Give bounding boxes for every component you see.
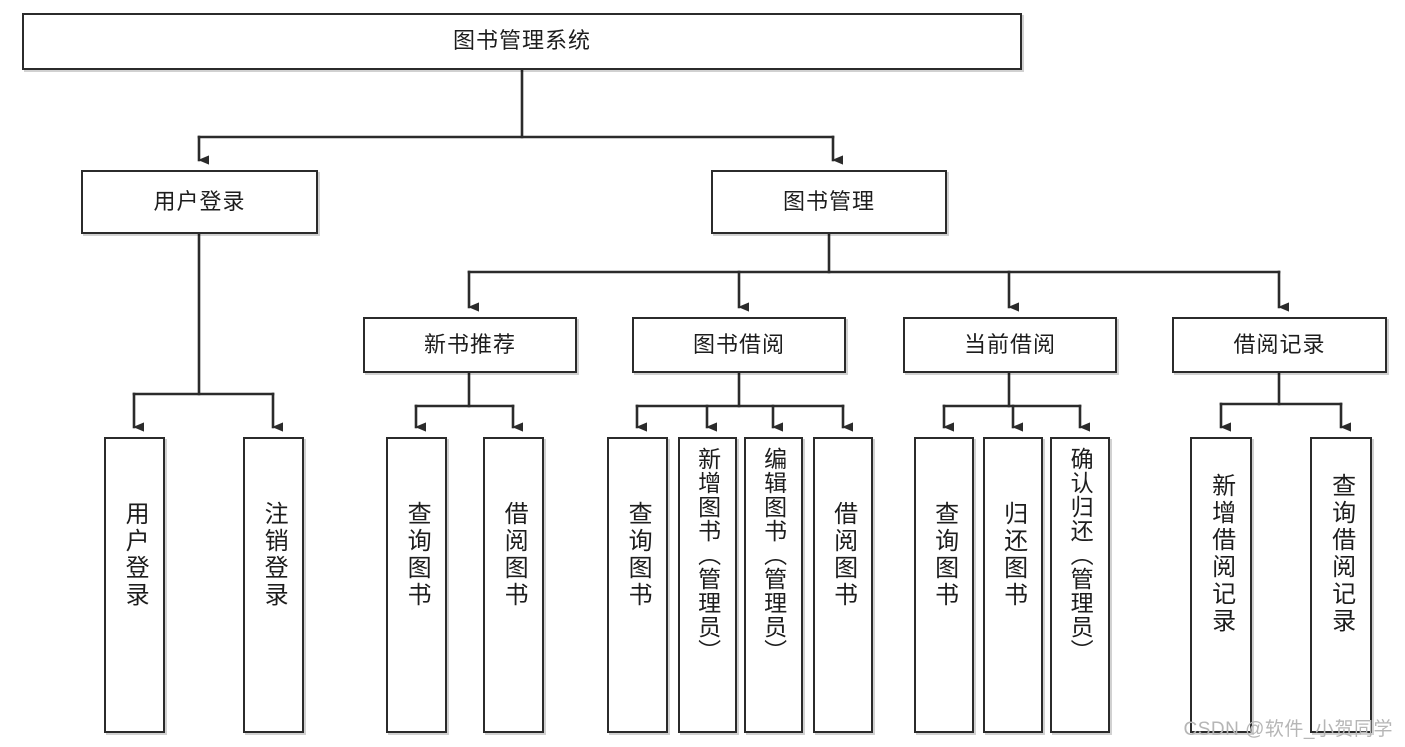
node-leaf-query-book-2[interactable]: 查询图书 [607,437,668,733]
node-leaf-query-book-2-label: 查询图书 [624,501,652,609]
node-book-manage-label: 图书管理 [782,188,875,214]
node-book-borrow-label: 图书借阅 [692,331,785,357]
node-leaf-add-book-admin-label: 新增图书（管理员） [694,447,721,663]
node-current-borrow-label: 当前借阅 [963,331,1056,357]
node-root[interactable]: 图书管理系统 [22,13,1022,70]
node-leaf-borrow-book-1[interactable]: 借阅图书 [483,437,544,733]
node-leaf-confirm-return-label: 确认归还（管理员） [1067,447,1094,663]
node-leaf-query-book-1-label: 查询图书 [403,501,431,609]
node-leaf-return-book[interactable]: 归还图书 [983,437,1043,733]
node-leaf-edit-book-admin-label: 编辑图书（管理员） [760,447,787,663]
node-book-manage[interactable]: 图书管理 [711,170,947,234]
node-leaf-return-book-label: 归还图书 [999,501,1027,609]
node-leaf-borrow-book-1-label: 借阅图书 [500,501,528,609]
node-borrow-record[interactable]: 借阅记录 [1172,317,1387,373]
node-user-login[interactable]: 用户登录 [81,170,318,234]
node-leaf-query-book-1[interactable]: 查询图书 [386,437,447,733]
node-borrow-record-label: 借阅记录 [1233,331,1326,357]
node-leaf-query-book-3-label: 查询图书 [930,501,958,609]
node-leaf-borrow-book-2[interactable]: 借阅图书 [813,437,873,733]
node-book-borrow[interactable]: 图书借阅 [632,317,846,373]
node-leaf-query-borrow-rec-label: 查询借阅记录 [1327,473,1355,635]
node-leaf-add-borrow-rec-label: 新增借阅记录 [1207,473,1235,635]
node-leaf-edit-book-admin[interactable]: 编辑图书（管理员） [744,437,803,733]
node-leaf-borrow-book-2-label: 借阅图书 [829,501,857,609]
node-new-book-rec[interactable]: 新书推荐 [363,317,577,373]
node-leaf-logout-login-label: 注销登录 [260,501,288,609]
node-leaf-confirm-return[interactable]: 确认归还（管理员） [1050,437,1110,733]
node-user-login-label: 用户登录 [153,188,246,214]
node-leaf-query-borrow-rec[interactable]: 查询借阅记录 [1310,437,1372,733]
node-root-label: 图书管理系统 [452,28,591,54]
node-leaf-logout-login[interactable]: 注销登录 [243,437,304,733]
node-new-book-rec-label: 新书推荐 [423,331,516,357]
node-leaf-query-book-3[interactable]: 查询图书 [914,437,974,733]
node-leaf-user-login-label: 用户登录 [121,501,149,609]
node-current-borrow[interactable]: 当前借阅 [903,317,1117,373]
node-leaf-user-login[interactable]: 用户登录 [104,437,165,733]
node-leaf-add-borrow-rec[interactable]: 新增借阅记录 [1190,437,1252,733]
node-leaf-add-book-admin[interactable]: 新增图书（管理员） [678,437,737,733]
